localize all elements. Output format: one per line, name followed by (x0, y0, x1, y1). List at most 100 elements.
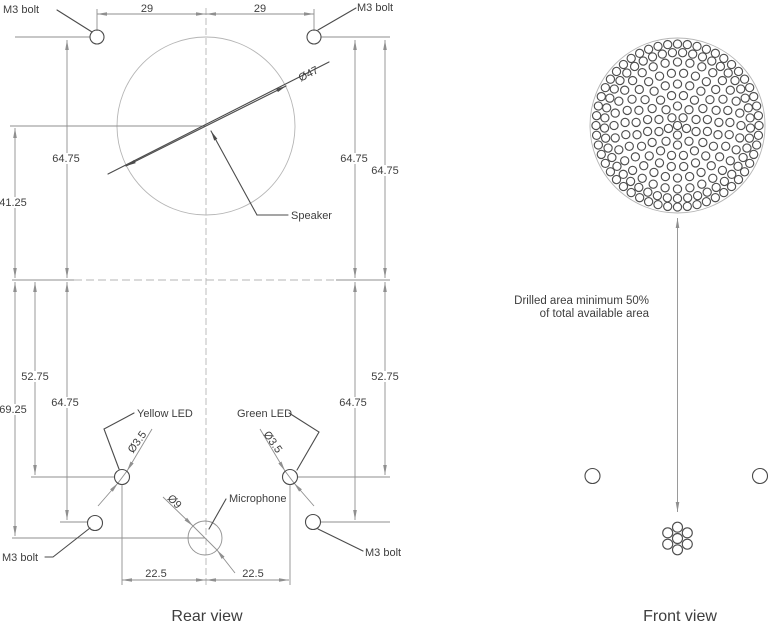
drill-hole (714, 117, 724, 128)
drill-hole (723, 68, 733, 78)
drill-hole (605, 74, 616, 84)
drill-hole (717, 75, 728, 86)
drill-hole (627, 165, 638, 176)
drill-hole (696, 167, 706, 178)
dim-top-to-mid-right-inner: 64.75 (340, 153, 368, 165)
drill-hole (643, 187, 653, 197)
drill-hole (640, 94, 650, 105)
rear-label-backgrounds (0, 153, 400, 415)
drill-hole (637, 68, 647, 78)
drill-hole (697, 52, 708, 62)
drill-hole (643, 197, 654, 207)
dim-mic-diameter: Ø9 (165, 492, 184, 511)
drill-hole (618, 169, 628, 180)
drill-hole (681, 123, 692, 134)
drill-hole (627, 75, 638, 86)
drill-hole (660, 171, 671, 182)
drill-hole (654, 71, 665, 81)
drill-hole (672, 130, 683, 140)
leader-m3-bottom-right (317, 528, 364, 552)
rear-dimension-lines (10, 9, 390, 585)
drill-hole (591, 130, 602, 140)
drill-hole (624, 141, 634, 151)
drill-hole (678, 90, 689, 101)
drill-hole (634, 48, 645, 59)
microphone-hole (187, 520, 223, 556)
leader-green-led (288, 412, 320, 471)
drill-hole (618, 181, 629, 192)
drill-hole (610, 133, 620, 143)
drill-hole (685, 183, 695, 193)
green-led-hole (281, 468, 299, 486)
bolt-hole-bottom-left (86, 514, 104, 532)
drill-hole (714, 152, 725, 162)
drill-hole (591, 111, 602, 121)
drill-hole (662, 527, 674, 539)
drill-hole (621, 129, 631, 140)
drill-hole (692, 199, 702, 210)
drill-hole (614, 96, 624, 106)
drill-hole (611, 174, 622, 185)
label-speaker: Speaker (291, 210, 332, 222)
drill-hole (609, 84, 619, 94)
drill-hole (596, 149, 606, 160)
drill-hole (702, 126, 713, 137)
drill-hole (634, 192, 645, 203)
drill-hole (654, 114, 664, 125)
drill-hole (739, 167, 750, 177)
drill-hole (643, 44, 654, 54)
drill-hole (654, 126, 664, 137)
drill-hole (733, 174, 744, 185)
front-view-drawing: Drilled area minimum 50% of total availa… (514, 37, 768, 625)
rear-view-texts: M3 bolt M3 bolt M3 bolt M3 bolt 29 29 Ø4… (0, 2, 401, 625)
drill-hole (724, 129, 734, 140)
drill-hole (731, 145, 741, 155)
front-view-title: Front view (643, 608, 717, 625)
drill-hole (681, 527, 693, 539)
drill-hole (644, 151, 654, 161)
drill-hole (751, 101, 762, 111)
front-view-texts: Drilled area minimum 50% of total availa… (514, 295, 717, 625)
drill-hole (708, 173, 718, 183)
drill-hole (600, 113, 610, 123)
dim-mid-to-bolt-right: 64.75 (339, 397, 367, 409)
leader-m3-top-left (56, 9, 93, 33)
drill-hole (725, 85, 735, 95)
drill-hole (685, 81, 695, 91)
drill-hole (661, 136, 671, 146)
dim-mid-to-led-right: 52.75 (371, 371, 399, 383)
drill-hole (629, 61, 640, 72)
dim-bolt-offset-right: 29 (254, 3, 266, 15)
bolt-hole-bottom-right (304, 513, 322, 531)
drill-hole (721, 141, 731, 151)
drill-hole (648, 179, 658, 189)
label-yellow-led: Yellow LED (137, 408, 193, 420)
drill-hole (661, 105, 671, 115)
bolt-hole-top-left (89, 29, 105, 45)
drill-hole (739, 74, 750, 84)
drill-hole (667, 48, 678, 58)
drill-hole (634, 84, 644, 95)
drill-hole (634, 105, 644, 116)
drill-hole (666, 161, 676, 172)
dim-mic-to-led-right: 22.5 (242, 568, 263, 580)
drill-hole (753, 111, 764, 121)
front-led-holes (584, 467, 768, 485)
drill-hole (642, 114, 653, 125)
drill-hole (660, 58, 670, 68)
drill-hole (672, 193, 683, 204)
drill-hole (733, 66, 744, 77)
drill-hole (753, 130, 764, 140)
leader-microphone (208, 498, 227, 530)
drill-hole (715, 61, 726, 72)
dim-mic-to-led-left: 22.5 (145, 568, 166, 580)
drill-hole (697, 179, 707, 189)
drill-hole (622, 68, 632, 78)
drill-hole (632, 130, 642, 140)
drill-hole (605, 93, 615, 103)
drill-hole (698, 103, 708, 114)
drill-hole (639, 161, 649, 171)
drill-hole (678, 113, 688, 123)
dim-speaker-diameter: Ø47 (297, 64, 321, 84)
drill-hole (649, 86, 659, 96)
